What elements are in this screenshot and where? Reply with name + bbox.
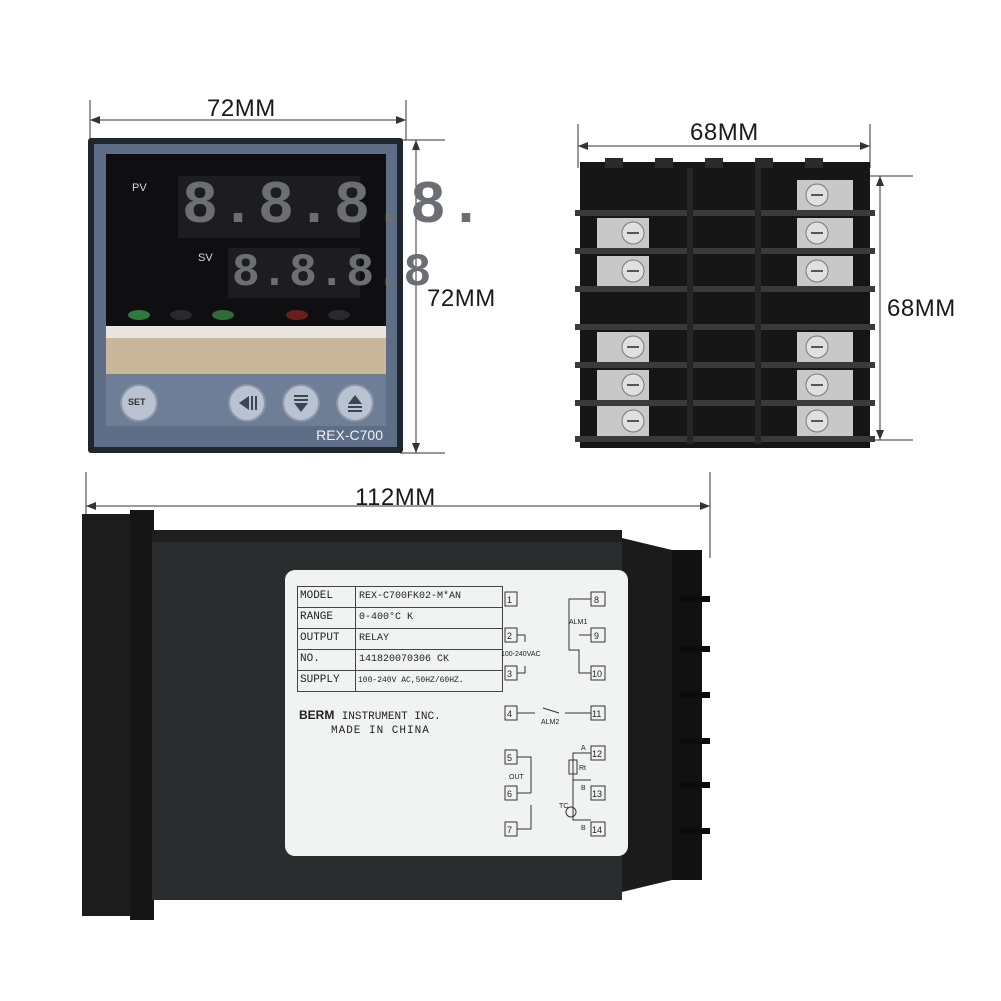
brand-label: REX-C700	[316, 427, 383, 443]
rt-text: Rt	[579, 765, 586, 772]
spec-label: MODEL REX-C700FK02-M*AN RANGE 0-400°C K …	[285, 570, 628, 856]
side-length-dimension	[85, 472, 711, 558]
rear-terminal-block	[575, 158, 875, 448]
up-button[interactable]	[336, 384, 374, 422]
terminal-number: 8	[594, 595, 599, 605]
indicator-lamp	[286, 310, 308, 320]
maker-line: BERM INSTRUMENT INC.	[299, 708, 441, 723]
front-width-label: 72MM	[207, 95, 276, 122]
spec-row: NO. 141820070306 CK	[298, 650, 502, 671]
terminal-number: 2	[507, 631, 512, 641]
indicator-lamp	[128, 310, 150, 320]
tc-text: TC	[559, 803, 568, 810]
terminal-number: 14	[592, 825, 602, 835]
maker-name: INSTRUMENT INC.	[341, 711, 441, 723]
sv-label: SV	[198, 252, 213, 264]
terminal-number: 12	[592, 749, 602, 759]
front-height-label: 72MM	[427, 285, 496, 312]
label-strip-top	[106, 326, 386, 338]
spec-key: RANGE	[298, 608, 356, 628]
spec-value: 141820070306 CK	[359, 654, 450, 665]
side-length-label: 112MM	[355, 484, 436, 511]
origin-text: MADE IN CHINA	[331, 725, 430, 737]
terminal-number: 10	[592, 669, 602, 679]
terminal-number: 6	[507, 789, 512, 799]
down-button[interactable]	[282, 384, 320, 422]
pv-display: 8.8.8.8.	[182, 173, 487, 241]
rear-width-label: 68MM	[690, 119, 759, 146]
terminal-number: 5	[507, 753, 512, 763]
sv-display: 8.8.8.8	[232, 247, 433, 299]
right-terminals	[797, 180, 853, 436]
terminal-number: 9	[594, 631, 599, 641]
left-terminals	[597, 218, 649, 436]
terminal-number: 13	[592, 789, 602, 799]
spec-key: SUPPLY	[298, 671, 356, 691]
pv-label: PV	[132, 182, 147, 194]
terminal-number: 7	[507, 825, 512, 835]
spec-key: OUTPUT	[298, 629, 356, 649]
alm1-text: ALM1	[569, 619, 587, 626]
wiring-diagram: 1 2 3 4 5 6 7 8 9 10 11 12 13 14 100-240…	[501, 591, 606, 837]
maker-brand: BERM	[299, 708, 335, 722]
indicator-lamp	[328, 310, 350, 320]
label-strip	[106, 338, 386, 374]
spec-row: RANGE 0-400°C K	[298, 608, 502, 629]
spec-key: MODEL	[298, 587, 356, 607]
shift-left-icon	[239, 396, 257, 410]
spec-value: REX-C700FK02-M*AN	[359, 591, 462, 602]
indicator-lamp	[212, 310, 234, 320]
shift-button[interactable]	[228, 384, 266, 422]
spec-table: MODEL REX-C700FK02-M*AN RANGE 0-400°C K …	[297, 586, 503, 692]
terminal-number: 11	[592, 709, 601, 719]
set-button[interactable]: SET	[120, 384, 158, 422]
pv-display-bg	[178, 176, 360, 238]
display-window: PV 8.8.8.8. SV 8.8.8.8	[106, 154, 484, 326]
terminal-number: 1	[507, 595, 512, 605]
spec-key: NO.	[298, 650, 356, 670]
terminal-a-text: A	[581, 745, 586, 752]
spec-row: MODEL REX-C700FK02-M*AN	[298, 587, 502, 608]
terminal-number: 4	[507, 709, 512, 719]
key-area: SET	[106, 374, 386, 426]
front-panel: PV 8.8.8.8. SV 8.8.8.8 SET REX-C700	[88, 138, 484, 453]
spec-value: 0-400°C K	[359, 612, 414, 623]
spec-row: SUPPLY 100-240V AC,50HZ/60HZ.	[298, 671, 502, 691]
spec-value: 100-240V AC,50HZ/60HZ.	[358, 676, 464, 685]
spec-row: OUTPUT RELAY	[298, 629, 502, 650]
alm2-text: ALM2	[541, 719, 559, 726]
rear-width-dimension	[577, 124, 871, 168]
sv-display-bg	[228, 248, 360, 298]
set-button-label: SET	[128, 397, 146, 407]
rear-height-label: 68MM	[887, 295, 956, 322]
front-width-dimension	[89, 100, 407, 140]
indicator-lamp	[170, 310, 192, 320]
power-text: 100-240VAC	[501, 651, 541, 658]
up-arrow-icon	[348, 395, 362, 412]
spec-value: RELAY	[359, 633, 390, 644]
out-text: OUT	[509, 774, 525, 781]
front-height-dimension	[400, 139, 445, 454]
terminal-b-text: B	[581, 825, 586, 832]
down-arrow-icon	[294, 395, 308, 412]
terminal-number: 3	[507, 669, 512, 679]
terminal-b-text: B	[581, 785, 586, 792]
